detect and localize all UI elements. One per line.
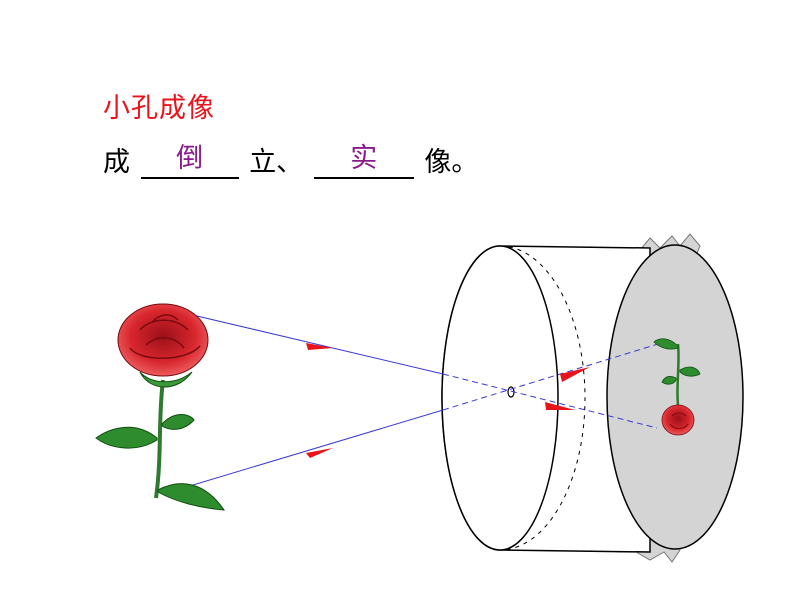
camera-hidden-edge — [499, 245, 586, 551]
light-rays — [162, 307, 659, 495]
ray-arrows — [306, 343, 590, 458]
ray-bottom-dashed — [442, 343, 659, 411]
blank-2: 实 — [313, 143, 414, 179]
image-leaf-top — [653, 338, 679, 350]
answer-1: 倒 — [176, 143, 204, 174]
rose-image-inverted — [653, 338, 701, 436]
rose-leaf-right — [161, 414, 195, 430]
image-leaf-low — [661, 375, 677, 385]
sentence-prefix: 成 — [103, 147, 130, 178]
rose-sepal — [139, 371, 193, 388]
rose-petal-lines — [129, 314, 201, 359]
arrow-bottom-2 — [560, 367, 590, 382]
image-leaf-mid — [679, 366, 701, 377]
rose-bloom — [117, 303, 209, 377]
camera-front-face — [441, 245, 559, 551]
arrow-bottom-1 — [306, 448, 333, 458]
blank-1: 倒 — [140, 143, 239, 179]
image-petal-lines — [669, 412, 689, 429]
arrow-top-2 — [545, 402, 575, 410]
page-title: 小孔成像 — [103, 93, 215, 124]
image-stem — [676, 343, 680, 406]
sentence-middle: 立、 — [249, 147, 304, 178]
arrow-top-1 — [306, 343, 333, 350]
ray-top-solid — [162, 307, 444, 375]
ray-top-dashed — [442, 373, 658, 429]
sentence-suffix: 像。 — [424, 147, 479, 178]
image-bloom — [661, 404, 695, 436]
image-screen — [606, 244, 744, 550]
rose-leaf-bottom — [157, 483, 226, 511]
rose-stem — [154, 379, 165, 499]
pinhole-camera — [441, 233, 744, 563]
fill-in-sentence: 成 倒 立、 实 像。 — [103, 140, 478, 179]
answer-2: 实 — [350, 143, 378, 174]
rose-object — [95, 303, 226, 511]
rose-leaf-left — [95, 426, 158, 449]
ray-bottom-solid — [162, 409, 444, 495]
